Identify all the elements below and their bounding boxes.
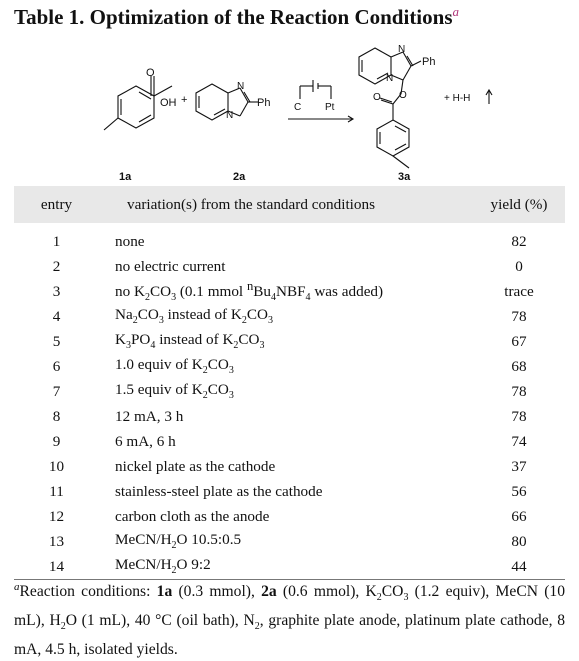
row-entry: 8	[52, 407, 61, 425]
row-entry: 4	[52, 307, 61, 325]
table-row: 14 MeCN/H2O 9:2 44	[14, 554, 565, 580]
row-entry: 11	[49, 482, 64, 500]
row-variation: no K2CO3 (0.1 mmol nBu4NBF4 was added)	[115, 279, 384, 304]
compound-2a-structure	[195, 83, 258, 121]
compound-1a-structure	[103, 76, 173, 131]
compound-label-2a: 2a	[233, 171, 246, 183]
row-variation: Na2CO3 instead of K2CO3	[115, 306, 273, 327]
row-yield: 44	[511, 557, 527, 575]
row-yield: 80	[511, 532, 527, 550]
product-imidazole-n-label: N	[398, 44, 405, 55]
row-yield: 68	[511, 357, 527, 375]
table-row: 3 no K2CO3 (0.1 mmol nBu4NBF4 was added) t…	[14, 279, 565, 304]
row-yield: 78	[511, 382, 527, 400]
optimization-table: entry variation(s) from the standard con…	[14, 186, 565, 580]
table-row: 10 nickel plate as the cathode 37	[14, 454, 565, 479]
table-row: 8 12 mA, 3 h 78	[14, 404, 565, 429]
row-yield: 74	[511, 432, 527, 450]
gas-evolution-arrow-icon	[485, 88, 493, 104]
table-title: Table 1. Optimization of the Reaction Co…	[14, 4, 460, 29]
reaction-scheme: O OH + N N Ph C Pt N N Ph O O + H-H 1a 2…	[103, 44, 493, 183]
phenyl-label-3a: Ph	[422, 56, 435, 68]
row-entry: 7	[52, 382, 61, 400]
hydrogen-byproduct: + H-H	[444, 93, 470, 104]
row-yield: 66	[511, 507, 527, 525]
cathode-label: Pt	[325, 102, 335, 113]
imidazole-n-label: N	[237, 81, 244, 92]
compound-3a-structure	[358, 47, 422, 169]
row-variation: 1.5 equiv of K2CO3	[115, 381, 234, 402]
row-variation: MeCN/H2O 10.5:0.5	[115, 531, 242, 552]
row-entry: 10	[48, 457, 65, 475]
row-entry: 6	[52, 357, 61, 375]
row-yield: 67	[511, 332, 527, 350]
table-row: 1 none 82	[14, 223, 565, 254]
row-variation: stainless-steel plate as the cathode	[115, 482, 323, 500]
header-yield: yield (%)	[490, 195, 548, 213]
row-yield: 78	[511, 407, 527, 425]
table-row: 6 1.0 equiv of K2CO3 68	[14, 354, 565, 379]
product-bridgehead-n-label: N	[386, 73, 393, 84]
row-entry: 1	[52, 232, 61, 250]
table-footnote: aReaction conditions: 1a (0.3 mmol), 2a …	[14, 581, 566, 659]
table-row: 12 carbon cloth as the anode 66	[14, 504, 565, 529]
table-row: 13 MeCN/H2O 10.5:0.5 80	[14, 529, 565, 554]
bridgehead-n-label: N	[226, 110, 233, 121]
electrochemical-cell	[288, 80, 355, 123]
row-yield: 82	[511, 232, 527, 250]
row-entry: 9	[52, 432, 61, 450]
row-variation: carbon cloth as the anode	[115, 507, 270, 525]
ester-carbonyl-o-label: O	[373, 92, 381, 103]
table-row: 7 1.5 equiv of K2CO3 78	[14, 379, 565, 404]
footnote-text: Reaction conditions: 1a (0.3 mmol), 2a (…	[14, 583, 566, 659]
anode-label: C	[294, 102, 301, 113]
row-entry: 12	[48, 507, 65, 525]
table-header-row: entry variation(s) from the standard con…	[14, 186, 565, 223]
table-body: 1 none 82 2 no electric current 0 3 no K2CO3 (0…	[14, 223, 565, 580]
row-yield: trace	[504, 282, 534, 300]
oh-label: OH	[160, 97, 177, 109]
row-yield: 56	[511, 482, 527, 500]
row-variation: 6 mA, 6 h	[115, 432, 176, 450]
row-entry: 14	[48, 557, 65, 575]
row-variation: K3PO4 instead of K2CO3	[115, 331, 265, 352]
compound-label-3a: 3a	[398, 171, 411, 183]
table-row: 5 K3PO4 instead of K2CO3 67	[14, 329, 565, 354]
table-row: 4 Na2CO3 instead of K2CO3 78	[14, 304, 565, 329]
row-variation: 12 mA, 3 h	[115, 407, 184, 425]
row-variation: nickel plate as the cathode	[115, 457, 276, 475]
row-entry: 5	[52, 332, 61, 350]
row-entry: 2	[52, 257, 61, 275]
plus-sign: +	[181, 94, 187, 106]
table-row: 11 stainless-steel plate as the cathode 56	[14, 479, 565, 504]
table-row: 2 no electric current 0	[14, 254, 565, 279]
row-yield: 0	[515, 257, 523, 275]
header-entry: entry	[40, 195, 73, 213]
header-variation: variation(s) from the standard condition…	[127, 195, 375, 213]
row-variation: 1.0 equiv of K2CO3	[115, 356, 234, 377]
compound-label-1a: 1a	[119, 171, 132, 183]
title-footnote-mark: a	[452, 4, 460, 19]
row-variation: no electric current	[115, 257, 226, 275]
table-row: 9 6 mA, 6 h 74	[14, 429, 565, 454]
carbonyl-o-label: O	[146, 67, 155, 79]
row-variation: none	[115, 232, 145, 250]
row-variation: MeCN/H2O 9:2	[115, 556, 211, 577]
phenyl-label-2a: Ph	[257, 97, 270, 109]
ester-o-label: O	[399, 90, 407, 101]
row-yield: 78	[511, 307, 527, 325]
row-entry: 13	[48, 532, 65, 550]
row-entry: 3	[52, 282, 61, 300]
row-yield: 37	[511, 457, 527, 475]
